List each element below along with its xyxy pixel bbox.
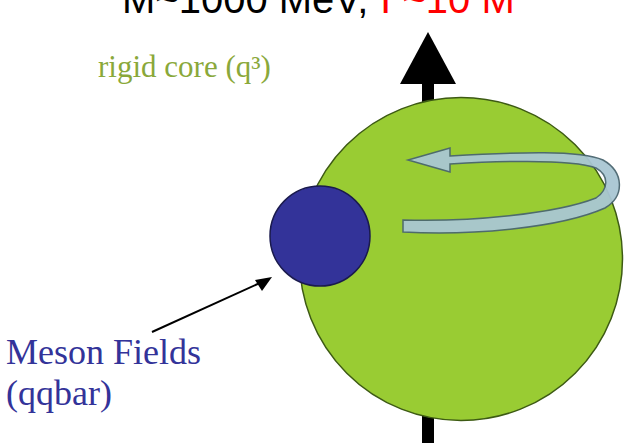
resonance-parameter: Γ~10 M [380, 0, 514, 22]
sphere-outline [298, 96, 624, 422]
resonance-parameter: M~1000 MeV, [122, 0, 368, 22]
core-sphere: rigid core (q³) [298, 96, 624, 422]
core-heading: rigid core (q³) [98, 48, 271, 85]
leader-arrow [152, 277, 272, 332]
meson-field-label: Meson Fields (qqbar) [6, 332, 236, 415]
